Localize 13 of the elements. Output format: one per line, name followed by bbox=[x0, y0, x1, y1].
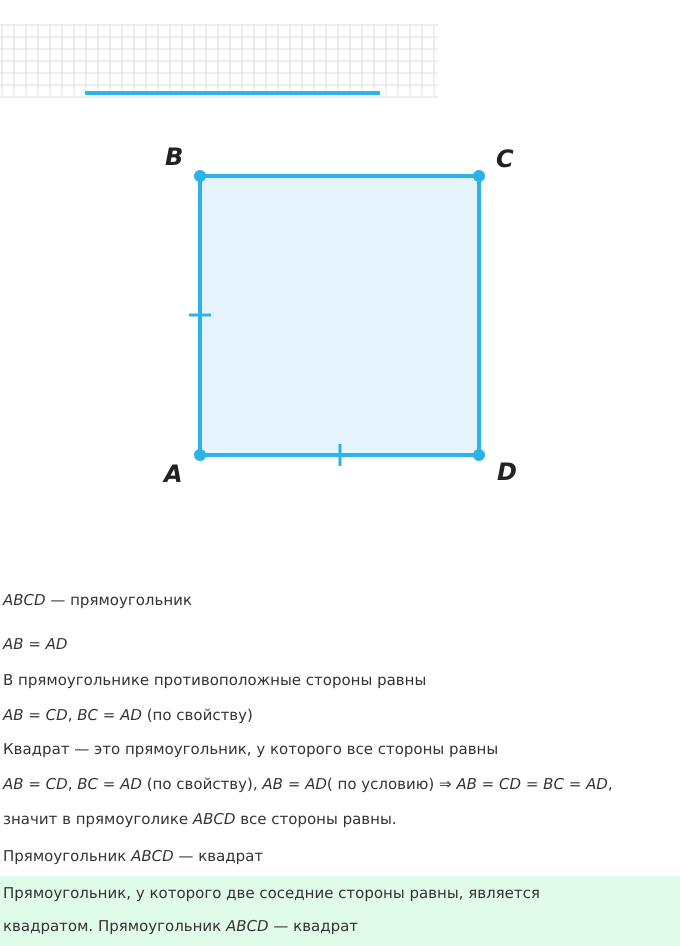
solution-text: AB = CD, BC = AD (по свойству), AB = AD( по условию) ⇒ AB = CD = BC = AD, значит в прямоуголике ABCD все стороны равны. bbox=[1, 774, 614, 830]
statement: ABCD — прямоугольник bbox=[1, 590, 192, 611]
highlight-band bbox=[0, 876, 680, 946]
conclusion-text: Прямоугольник ABCD — квадрат bbox=[2, 846, 264, 867]
equation: AB = CD, BC = AD (по свойству) bbox=[1, 705, 253, 726]
conclusion-text: Прямоугольник, у которого две соседние стороны равны, является квадратом. Прямоугольник ABCD — квадрат bbox=[3, 883, 541, 937]
definition-text: Квадрат — это прямоугольник, у которого все стороны равны bbox=[2, 739, 498, 760]
equation: AB = AD bbox=[1, 634, 68, 655]
vertex-label: C bbox=[496, 147, 514, 171]
vertex-label: A bbox=[164, 462, 183, 486]
vertex-label: D bbox=[497, 460, 517, 484]
property-text: В прямоугольнике противоположные стороны равны bbox=[2, 670, 426, 691]
vertex-label: B bbox=[165, 145, 184, 169]
